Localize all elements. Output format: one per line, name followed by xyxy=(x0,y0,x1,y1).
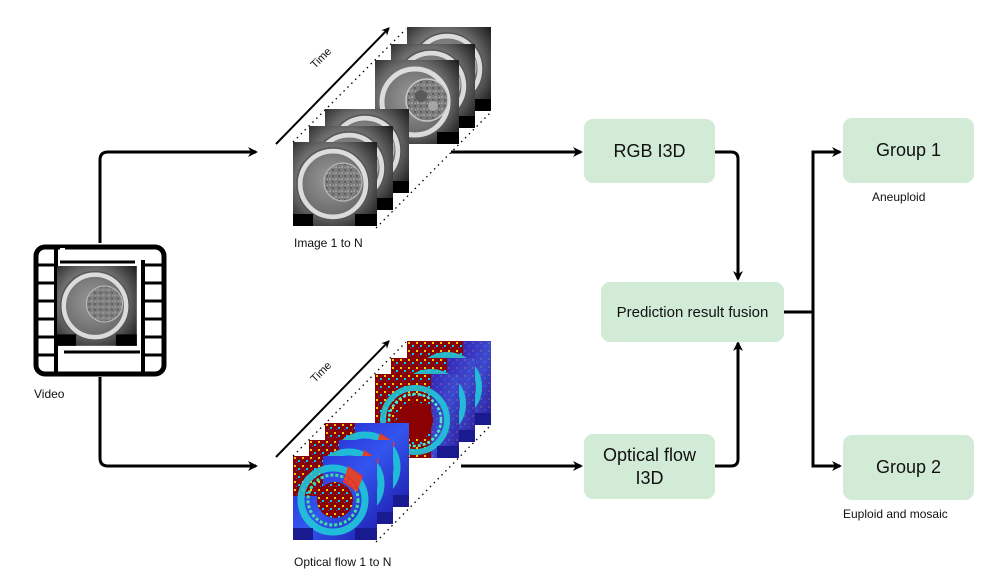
video-film-icon xyxy=(33,244,167,377)
image-frame-stack xyxy=(275,27,491,228)
rgb-i3d-label: RGB I3D xyxy=(613,140,686,161)
optical-flow-i3d-label-line1: Optical flow xyxy=(602,444,697,465)
edge-video-to-images xyxy=(98,147,258,243)
rgb-i3d-box: RGB I3D xyxy=(584,119,715,183)
time-arrow-icon xyxy=(275,340,390,458)
edge-video-to-flow xyxy=(98,377,258,471)
optical-flow-frame-stack xyxy=(275,340,491,542)
flow-stack-label: Optical flow 1 to N xyxy=(294,555,391,569)
video-thumbnail xyxy=(57,266,137,346)
edge-fusion-branch xyxy=(811,150,839,468)
group2-caption: Euploid and mosaic xyxy=(843,507,948,521)
image-stack-label: Image 1 to N xyxy=(294,236,363,250)
group1-box: Group 1 xyxy=(843,118,974,183)
video-label: Video xyxy=(34,387,65,401)
optical-flow-i3d-box: Optical flow I3D xyxy=(584,434,715,499)
film-frame-outline xyxy=(33,244,167,377)
prediction-fusion-box: Prediction result fusion xyxy=(601,282,784,342)
group1-caption: Aneuploid xyxy=(872,190,926,204)
group2-box: Group 2 xyxy=(843,435,974,500)
time-arrow-icon xyxy=(275,27,390,145)
edge-flow-to-fusion xyxy=(715,341,743,468)
edge-rgb-to-fusion xyxy=(715,150,743,281)
group1-label: Group 1 xyxy=(875,140,942,160)
optical-flow-i3d-label-line2: I3D xyxy=(635,467,664,488)
prediction-fusion-label: Prediction result fusion xyxy=(616,303,769,321)
flow-time-label: Time xyxy=(309,360,334,385)
group2-label: Group 2 xyxy=(875,457,942,477)
image-time-label: Time xyxy=(309,46,334,71)
